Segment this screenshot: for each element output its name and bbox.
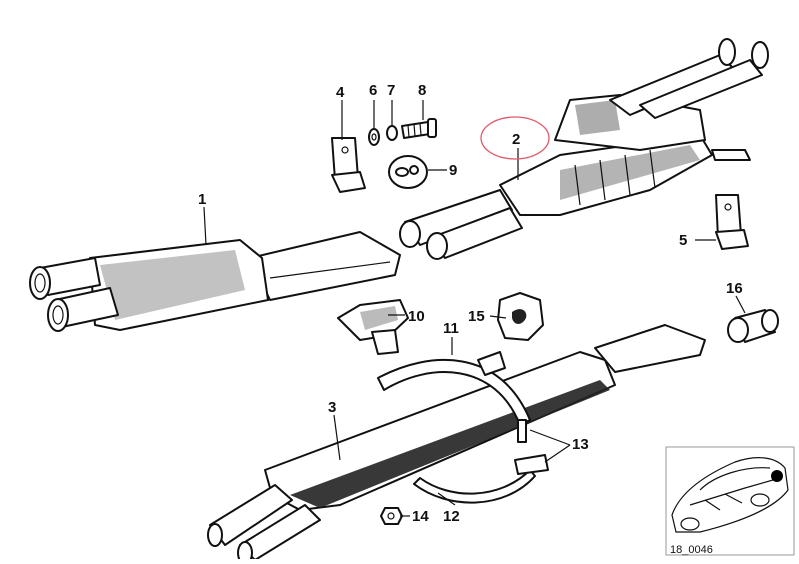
part-14-nut[interactable] [380, 507, 403, 525]
callout-9: 9 [449, 162, 457, 179]
part-13-clamp-bolt[interactable] [514, 419, 549, 475]
part-4-hanger-bracket[interactable] [331, 137, 366, 193]
part-10-support-bracket[interactable] [337, 299, 409, 355]
vehicle-location-inset: 18_0046 [665, 446, 795, 556]
callout-14: 14 [412, 508, 429, 525]
part-6-washer[interactable] [368, 128, 380, 146]
callout-labels: 1 2 3 4 5 6 7 8 9 10 11 12 13 14 15 16 [198, 82, 743, 525]
callout-3: 3 [328, 399, 336, 416]
location-marker-dot [771, 470, 783, 482]
callout-12: 12 [443, 508, 460, 525]
callout-5: 5 [679, 232, 687, 249]
callout-2: 2 [512, 131, 520, 148]
callout-13: 13 [572, 436, 589, 453]
part-1-front-catalytic-converter[interactable] [29, 231, 401, 332]
callout-10: 10 [408, 308, 425, 325]
part-15-rubber-mount[interactable] [497, 292, 544, 341]
callout-11: 11 [443, 320, 459, 337]
part-8-bolt[interactable] [401, 118, 437, 139]
part-16-sleeve[interactable] [727, 309, 779, 343]
part-2-center-pipe[interactable] [399, 38, 769, 260]
callout-1: 1 [198, 191, 206, 208]
part-5-hanger-bracket[interactable] [715, 194, 749, 250]
leader-lines [203, 100, 746, 517]
highlight-circle-callout-2 [480, 116, 550, 160]
car-outline-icon [671, 457, 789, 533]
callout-15: 15 [468, 308, 485, 325]
part-3-rear-silencer[interactable] [207, 324, 706, 564]
part-9-rubber-mount[interactable] [388, 155, 428, 189]
callout-4: 4 [336, 84, 345, 101]
part-7-spring-washer[interactable] [386, 125, 398, 141]
callout-6: 6 [369, 82, 377, 99]
callout-16: 16 [726, 280, 743, 297]
diagram-code: 18_0046 [670, 544, 713, 556]
part-12-clamp-band[interactable] [413, 469, 536, 504]
callout-7: 7 [387, 82, 395, 99]
callout-8: 8 [418, 82, 426, 99]
